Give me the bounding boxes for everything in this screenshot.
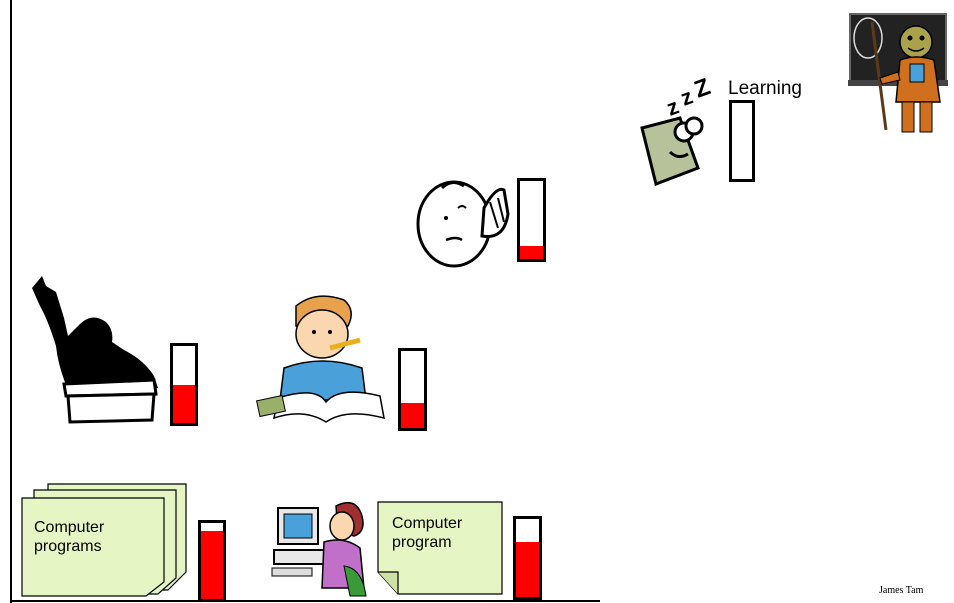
author-footer: James Tam <box>879 585 924 596</box>
sleeping-face-icon: z z Z <box>640 73 714 187</box>
svg-text:z: z <box>663 93 682 120</box>
meter-raising-hand <box>170 343 198 426</box>
meter-fill <box>401 402 424 428</box>
programs-note-text: Computer programs <box>34 519 105 555</box>
svg-text:Z: Z <box>691 73 714 103</box>
meter-fill <box>201 530 223 599</box>
program-note-text: Computer program <box>392 515 463 551</box>
document-stack-icon <box>21 483 187 597</box>
document-icon <box>377 501 503 595</box>
slide-left-border <box>10 0 12 603</box>
meter-studying <box>398 348 427 431</box>
raised-hand-student-icon <box>32 276 158 424</box>
meter-fill <box>516 542 539 597</box>
studying-boy-icon <box>256 295 385 423</box>
slide-bottom-border <box>10 600 600 602</box>
meter-fill <box>173 384 195 423</box>
meter-thinking <box>517 178 546 262</box>
meter-sleeping <box>729 100 755 182</box>
meter-fill <box>520 245 543 259</box>
learning-label: Learning <box>728 78 802 99</box>
computer-user-icon <box>271 501 367 597</box>
teacher-icon <box>848 13 948 133</box>
meter-programs-stack <box>198 520 226 602</box>
meter-programmer <box>513 516 542 600</box>
thinking-face-icon <box>416 180 510 268</box>
